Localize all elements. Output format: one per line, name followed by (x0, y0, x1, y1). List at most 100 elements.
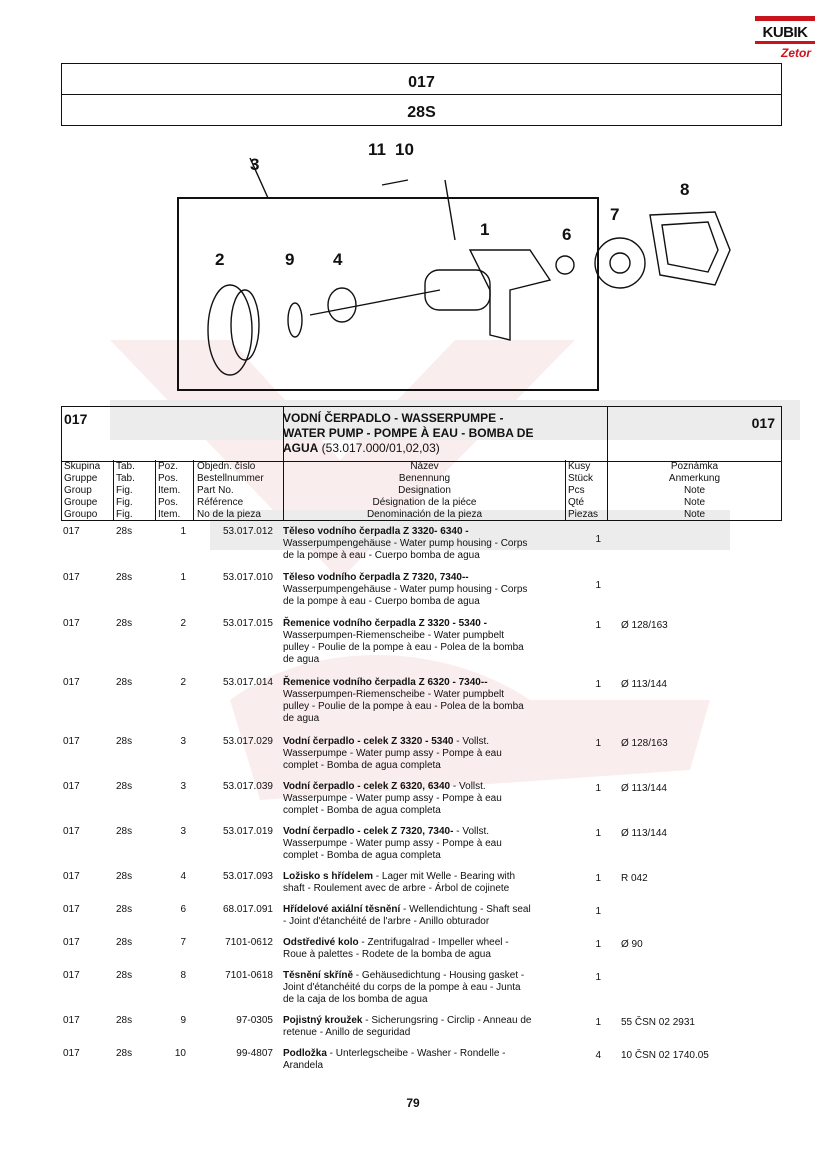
description-bold: Odstředivé kolo (283, 937, 359, 948)
title-line: WATER PUMP - POMPE À EAU - BOMBA DE (283, 426, 534, 440)
description-line: Roue à palettes - Rodete de la bomba de … (283, 949, 491, 960)
description-bold: Vodní čerpadlo - celek Z 7320, 7340- (283, 826, 454, 837)
description-line: - Joint d'étanchéité de l'arbre - Anillo… (283, 916, 490, 927)
cell-pos: 1 (180, 572, 186, 583)
title-ref: (53.017.000/01,02,03) (318, 441, 440, 455)
cell-description: Řemenice vodního čerpadla Z 3320 - 5340 … (283, 618, 583, 666)
logo-sub: Zetor (781, 46, 811, 60)
cell-qty: 1 (595, 906, 601, 917)
description-line: Wasserpumpen-Riemenscheibe - Water pumpb… (283, 630, 505, 641)
cell-description: Odstředivé kolo - Zentrifugalrad - Impel… (283, 937, 583, 961)
cell-qty: 1 (595, 1017, 601, 1028)
description-line: Joint d'étanchéité du corps de la pompe … (283, 982, 521, 993)
cell-qty: 1 (595, 580, 601, 591)
col-pos: Poz.Pos.Item.Pos.Item. (158, 461, 181, 520)
group-header: 017 (61, 63, 782, 95)
description-line: complet - Bomba de agua completa (283, 850, 441, 861)
divider (565, 460, 566, 520)
cell-qty: 1 (595, 534, 601, 545)
description-line: Wasserpumpe - Water pump assy - Pompe à … (283, 838, 502, 849)
cell-description: Těsnění skříně - Gehäusedichtung - Housi… (283, 970, 583, 1006)
description-line: Těsnění skříně - Gehäusedichtung - Housi… (283, 970, 583, 982)
callout-3: 3 (250, 155, 259, 174)
cell-description: Pojistný kroužek - Sicherungsring - Circ… (283, 1015, 583, 1039)
description-line: complet - Bomba de agua completa (283, 805, 441, 816)
kubik-zetor-logo: KUBIK Zetor (755, 16, 815, 68)
cell-pos: 3 (180, 826, 186, 837)
description-line: Těleso vodního čerpadla Z 7320, 7340-- (283, 572, 583, 584)
cell-partno: 7101-0618 (225, 970, 273, 981)
cell-pos: 2 (180, 677, 186, 688)
cell-description: Těleso vodního čerpadla Z 3320- 6340 -Wa… (283, 526, 583, 562)
cell-partno: 53.017.012 (222, 526, 273, 537)
description-rest: - Gehäusedichtung - Housing gasket - (353, 970, 525, 981)
cell-qty: 1 (595, 679, 601, 690)
callout-6: 6 (562, 225, 571, 244)
description-bold: Těleso vodního čerpadla Z 7320, 7340-- (283, 572, 469, 583)
callout-2: 2 (215, 250, 224, 269)
description-line: pulley - Poulie de la pompe à eau - Pole… (283, 642, 524, 653)
description-line: Wasserpumpe - Water pump assy - Pompe à … (283, 748, 502, 759)
cell-qty: 1 (595, 738, 601, 749)
description-bold: Těleso vodního čerpadla Z 3320- 6340 - (283, 526, 469, 537)
cell-group: 017 (63, 871, 80, 882)
logo-brand: KUBIK (762, 24, 809, 41)
cell-partno: 53.017.093 (222, 871, 273, 882)
cell-tab: 28s (116, 1048, 133, 1059)
callout-8: 8 (680, 180, 689, 199)
description-rest: - Lager mit Welle - Bearing with (373, 871, 516, 882)
callout-9: 9 (285, 250, 294, 269)
description-bold: Podložka (283, 1048, 327, 1059)
cell-pos: 6 (180, 904, 186, 915)
cell-partno: 53.017.010 (222, 572, 273, 583)
description-line: shaft - Roulement avec de arbre - Árbol … (283, 883, 510, 894)
cell-description: Těleso vodního čerpadla Z 7320, 7340--Wa… (283, 572, 583, 608)
cell-note: Ø 128/163 (621, 620, 668, 631)
cell-tab: 28s (116, 904, 133, 915)
cell-note: Ø 113/144 (621, 679, 667, 690)
description-line: Vodní čerpadlo - celek Z 6320, 6340 - Vo… (283, 781, 583, 793)
cell-partno: 53.017.019 (222, 826, 273, 837)
cell-group: 017 (63, 526, 80, 537)
description-line: Pojistný kroužek - Sicherungsring - Circ… (283, 1015, 583, 1027)
description-line: Vodní čerpadlo - celek Z 7320, 7340- - V… (283, 826, 583, 838)
cell-note: Ø 128/163 (621, 738, 668, 749)
cell-partno: 53.017.014 (222, 677, 273, 688)
description-line: Ložisko s hřídelem - Lager mit Welle - B… (283, 871, 583, 883)
description-line: Vodní čerpadlo - celek Z 3320 - 5340 - V… (283, 736, 583, 748)
callout-1: 1 (480, 220, 489, 239)
cell-note: Ø 90 (621, 939, 643, 950)
cell-tab: 28s (116, 526, 133, 537)
description-rest: - Sicherungsring - Circlip - Anneau de (362, 1015, 532, 1026)
cell-tab: 28s (116, 826, 133, 837)
cell-description: Řemenice vodního čerpadla Z 6320 - 7340-… (283, 677, 583, 725)
divider (283, 460, 284, 520)
cell-pos: 2 (180, 618, 186, 629)
cell-qty: 1 (595, 783, 601, 794)
description-bold: Vodní čerpadlo - celek Z 6320, 6340 (283, 781, 451, 792)
cell-qty: 1 (595, 828, 601, 839)
description-line: de la caja de los bomba de agua (283, 994, 428, 1005)
cell-description: Hřídelové axiální těsnění - Wellendichtu… (283, 904, 583, 928)
cell-note: 10 ČSN 02 1740.05 (621, 1050, 709, 1061)
cell-description: Vodní čerpadlo - celek Z 7320, 7340- - V… (283, 826, 583, 862)
description-line: Hřídelové axiální těsnění - Wellendichtu… (283, 904, 583, 916)
title-group-left: 017 (64, 411, 88, 427)
cell-qty: 1 (595, 620, 601, 631)
cell-description: Podložka - Unterlegscheibe - Washer - Ro… (283, 1048, 583, 1072)
cell-tab: 28s (116, 736, 133, 747)
cell-pos: 4 (180, 871, 186, 882)
cell-partno: 53.017.039 (222, 781, 273, 792)
description-rest: - Vollst. (450, 781, 486, 792)
description-line: Wasserpumpen-Riemenscheibe - Water pumpb… (283, 689, 505, 700)
callout-7: 7 (610, 205, 619, 224)
cell-partno: 53.017.029 (222, 736, 273, 747)
cell-partno: 53.017.015 (222, 618, 273, 629)
description-line: retenue - Anillo de seguridad (283, 1027, 411, 1038)
cell-group: 017 (63, 618, 80, 629)
description-rest: - Wellendichtung - Shaft seal (400, 904, 531, 915)
